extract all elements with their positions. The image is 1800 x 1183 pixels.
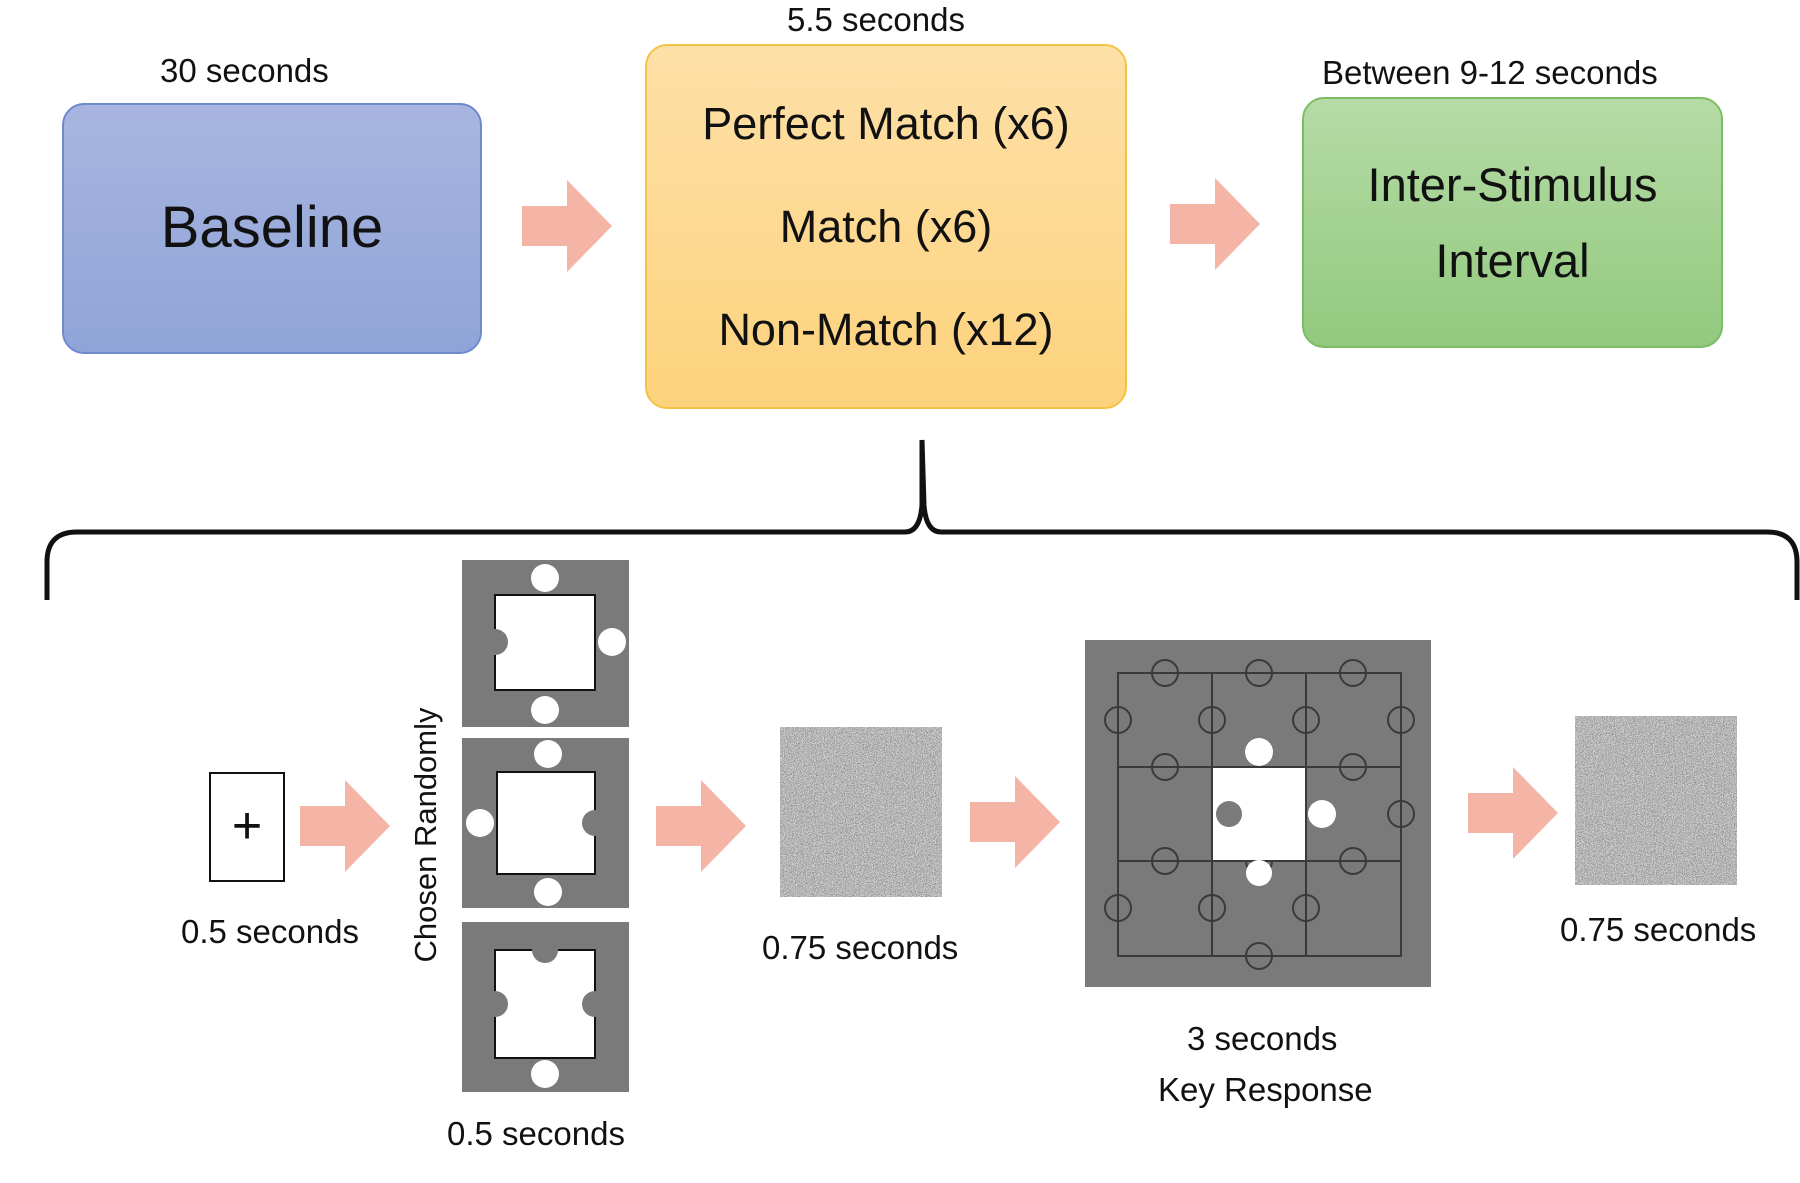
trial-type-perfect-match: Perfect Match (x6) bbox=[702, 97, 1070, 149]
puzzle-piece-option-1 bbox=[462, 560, 629, 727]
noise-mask-1 bbox=[780, 727, 942, 897]
trial-duration-label: 5.5 seconds bbox=[787, 1, 965, 38]
puzzle-piece-option-3 bbox=[462, 922, 629, 1092]
baseline-duration-label: 30 seconds bbox=[160, 52, 329, 89]
fixation-box bbox=[209, 772, 285, 882]
baseline-box: Baseline bbox=[62, 103, 482, 354]
noise-mask-2 bbox=[1575, 716, 1737, 885]
arrow-right-icon bbox=[300, 780, 390, 872]
mask1-duration-label: 0.75 seconds bbox=[762, 929, 959, 966]
puzzle-grid bbox=[1085, 640, 1431, 987]
arrow-right-icon bbox=[970, 776, 1060, 868]
arrow-right-icon bbox=[656, 780, 746, 872]
arrow-right-icon bbox=[522, 180, 612, 272]
inter-stimulus-interval-box: Inter-Stimulus Interval bbox=[1302, 97, 1723, 348]
puzzle-piece-option-2 bbox=[462, 738, 629, 908]
pieces-duration-label: 0.5 seconds bbox=[447, 1115, 625, 1152]
mask2-duration-label: 0.75 seconds bbox=[1560, 911, 1757, 948]
fixation-cross-symbol: + bbox=[232, 797, 262, 855]
trial-block-box: Perfect Match (x6) Match (x6) Non-Match … bbox=[645, 44, 1127, 409]
trial-type-match: Match (x6) bbox=[779, 200, 993, 252]
isi-label-line-1: Inter-Stimulus bbox=[1367, 158, 1658, 212]
isi-duration-label: Between 9-12 seconds bbox=[1322, 54, 1658, 91]
curly-brace bbox=[44, 439, 1800, 600]
puzzle-duration-label: 3 seconds bbox=[1187, 1020, 1338, 1057]
arrow-right-icon bbox=[1468, 767, 1558, 859]
fixation-duration-label: 0.5 seconds bbox=[181, 913, 359, 950]
baseline-label: Baseline bbox=[160, 195, 384, 261]
arrow-right-icon bbox=[1170, 178, 1260, 270]
isi-label-line-2: Interval bbox=[1435, 233, 1590, 287]
trial-type-non-match: Non-Match (x12) bbox=[718, 303, 1054, 355]
key-response-label: Key Response bbox=[1158, 1071, 1373, 1108]
chosen-randomly-label: Chosen Randomly bbox=[408, 707, 443, 963]
